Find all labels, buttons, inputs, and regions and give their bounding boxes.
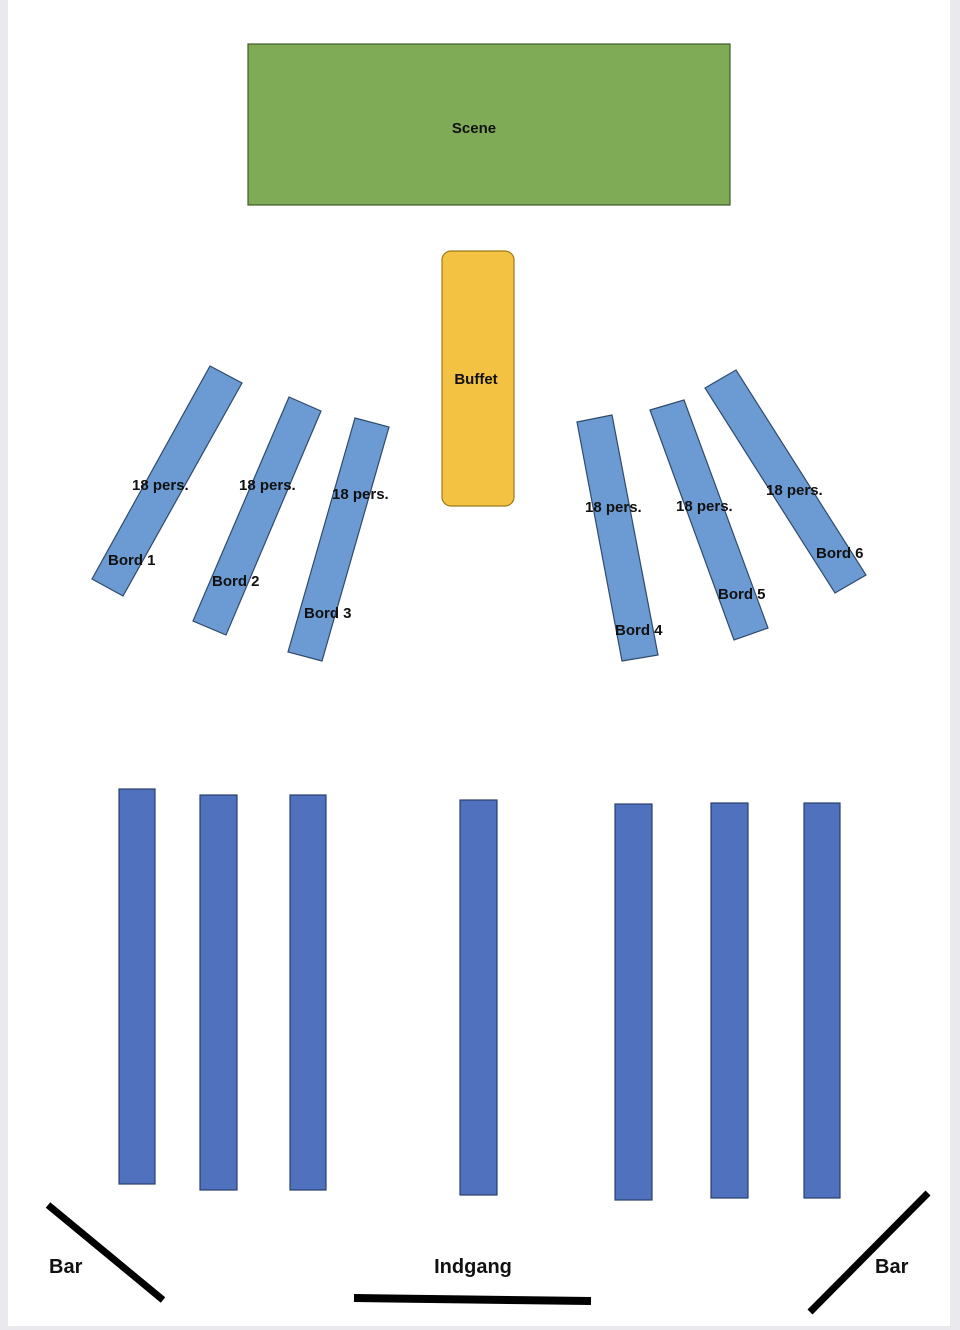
table-bord-4	[576, 414, 659, 662]
long-table	[803, 802, 841, 1199]
stage-label: Scene	[452, 120, 496, 137]
capacity-label: 18 pers.	[332, 486, 389, 503]
capacity-label: 18 pers.	[132, 477, 189, 494]
table-label: Bord 3	[304, 605, 352, 622]
capacity-label: 18 pers.	[676, 498, 733, 515]
buffet	[441, 250, 515, 507]
stage	[247, 43, 731, 206]
table-label: Bord 4	[615, 622, 663, 639]
table-label: Bord 1	[108, 552, 156, 569]
table-bord-3	[287, 417, 390, 662]
long-table	[614, 803, 653, 1201]
table-bord-2	[192, 396, 322, 636]
long-table	[710, 802, 749, 1199]
capacity-label: 18 pers.	[766, 482, 823, 499]
table-label: Bord 5	[718, 586, 766, 603]
bar-right-counter	[807, 1190, 931, 1315]
long-table	[289, 794, 327, 1191]
bar-left-label: Bar	[49, 1256, 83, 1278]
long-table	[118, 788, 156, 1185]
bar-left-counter	[45, 1202, 166, 1303]
buffet-label: Buffet	[454, 371, 497, 388]
long-table	[459, 799, 498, 1196]
capacity-label: 18 pers.	[239, 477, 296, 494]
entrance-line	[353, 1294, 592, 1305]
bar-right-label: Bar	[875, 1256, 909, 1278]
table-bord-5	[649, 399, 769, 641]
table-label: Bord 2	[212, 573, 260, 590]
long-table	[199, 794, 238, 1191]
capacity-label: 18 pers.	[585, 499, 642, 516]
entrance-label: Indgang	[434, 1256, 512, 1278]
table-label: Bord 6	[816, 545, 864, 562]
table-bord-1	[91, 365, 243, 597]
table-bord-6	[704, 369, 867, 594]
